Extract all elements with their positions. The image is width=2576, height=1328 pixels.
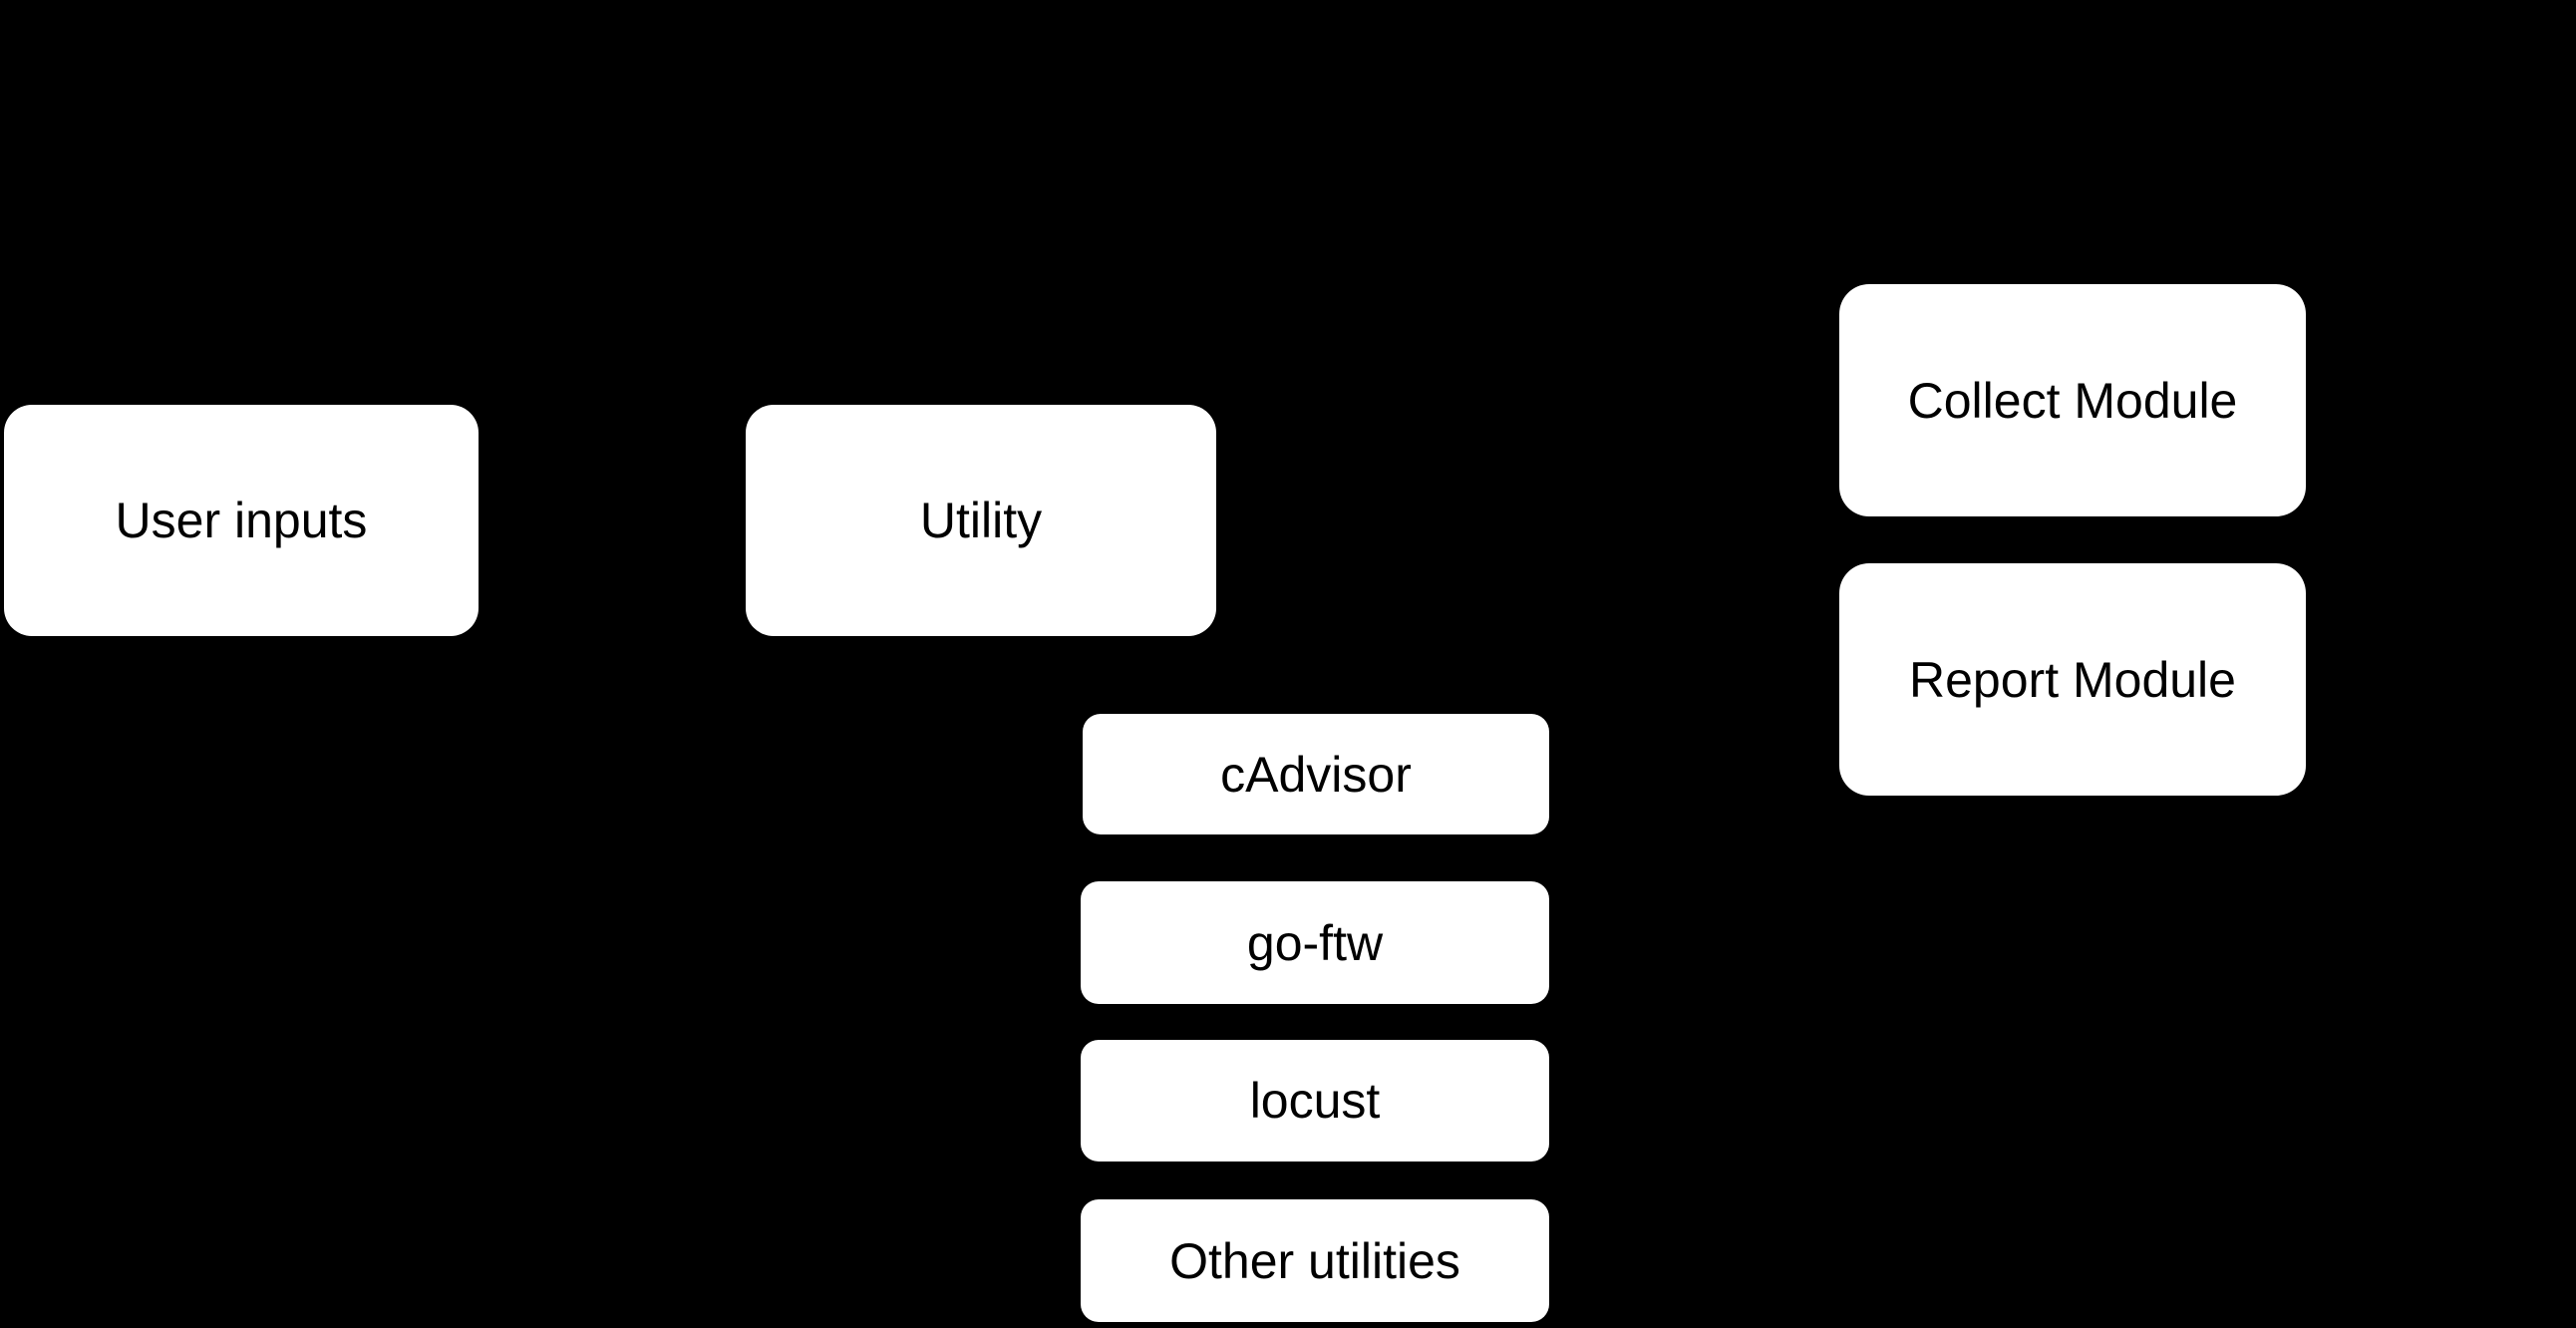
node-cadvisor-label: cAdvisor	[1220, 746, 1412, 803]
node-user-inputs-label: User inputs	[115, 493, 368, 548]
node-locust-label: locust	[1249, 1073, 1381, 1129]
node-report-module: Report Module	[1839, 563, 2306, 796]
node-collect-module: Collect Module	[1839, 284, 2306, 516]
node-cadvisor: cAdvisor	[1083, 714, 1549, 834]
node-other-utilities-label: Other utilities	[1169, 1232, 1460, 1289]
node-utility-label: Utility	[919, 493, 1043, 548]
node-report-module-label: Report Module	[1909, 651, 2236, 708]
node-collect-module-label: Collect Module	[1907, 372, 2238, 429]
node-go-ftw-label: go-ftw	[1246, 914, 1384, 971]
node-user-inputs: User inputs	[4, 405, 479, 636]
node-locust: locust	[1081, 1040, 1549, 1162]
node-go-ftw: go-ftw	[1081, 881, 1549, 1004]
node-utility: Utility	[746, 405, 1216, 636]
node-other-utilities: Other utilities	[1081, 1199, 1549, 1322]
